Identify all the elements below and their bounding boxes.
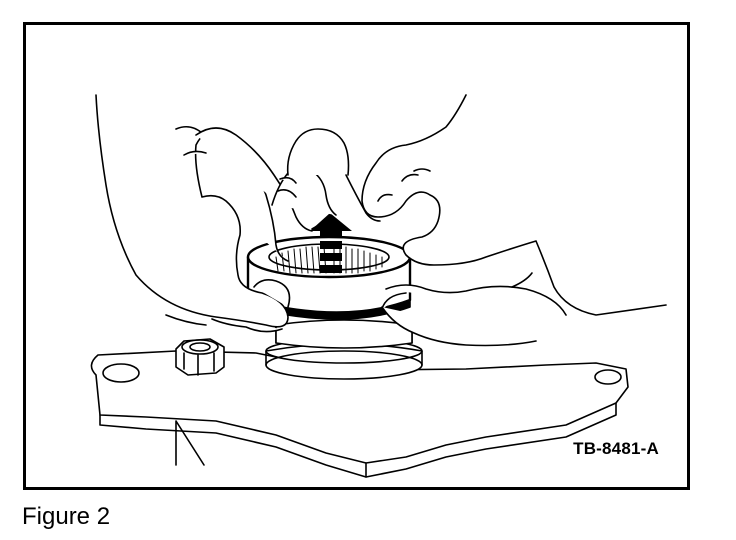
up-arrow-icon [310, 213, 352, 273]
hex-nut [175, 338, 225, 376]
right-hand [361, 94, 667, 347]
figure-frame: TB-8481-A [23, 22, 690, 490]
installation-illustration [90, 94, 667, 478]
figure-caption: Figure 2 [22, 503, 111, 530]
top-hand [195, 127, 381, 232]
figure-code: TB-8481-A [573, 439, 659, 458]
bolt-hole-left [102, 363, 140, 383]
bolt-hole-right [594, 369, 622, 385]
flange-plate [90, 350, 629, 478]
installer-tool [246, 213, 412, 320]
seal-base [265, 319, 423, 380]
left-hand [95, 94, 291, 333]
